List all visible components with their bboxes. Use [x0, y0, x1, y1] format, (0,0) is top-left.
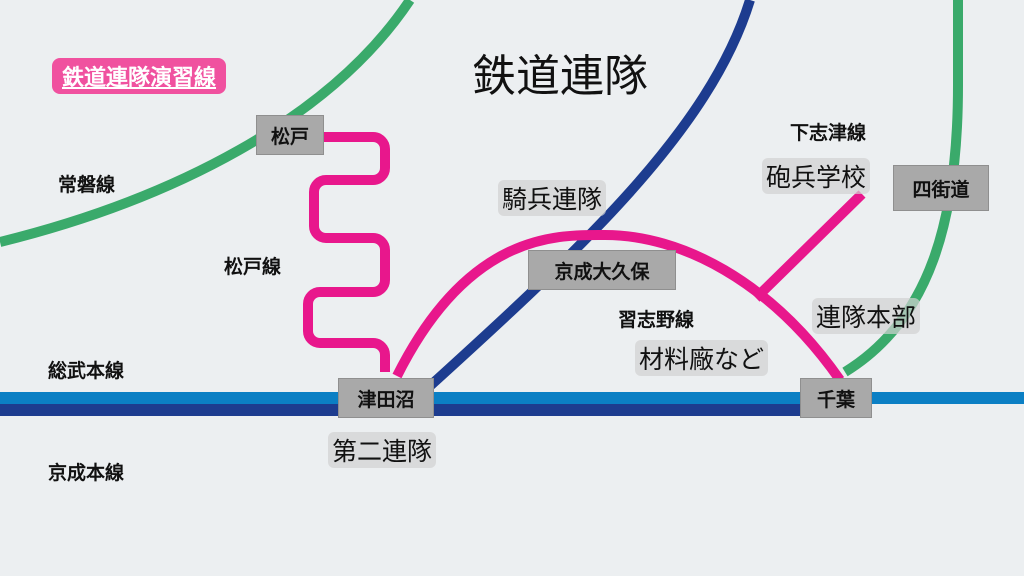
label-narashino-line: 習志野線: [618, 309, 695, 331]
label-cavalry: 騎兵連隊: [498, 180, 607, 216]
label-depot: 材料廠など: [635, 340, 769, 376]
matsudo-line: [303, 132, 390, 372]
label-joban: 常磐線: [58, 174, 116, 196]
keisei-branch-line: [416, 0, 755, 399]
station-tsudanuma: 津田沼: [338, 378, 434, 418]
map-title: 鉄道連隊: [472, 51, 648, 102]
narashino-line: [392, 229, 845, 383]
label-second-regiment: 第二連隊: [328, 432, 437, 468]
legend-badge: 鉄道連隊演習線: [52, 58, 227, 94]
joban-line: [0, 0, 415, 247]
label-matsudo-line: 松戸線: [224, 256, 282, 278]
shimoshizu-line: [752, 190, 866, 302]
label-sobu: 総武本線: [48, 360, 125, 382]
label-hq: 連隊本部: [812, 298, 921, 334]
label-shimoshizu-line: 下志津線: [790, 122, 867, 144]
station-yotsukaido: 四街道: [893, 165, 989, 211]
label-keisei: 京成本線: [48, 462, 125, 484]
sobu-line: [0, 392, 1024, 404]
label-artillery-school: 砲兵学校: [762, 158, 871, 194]
station-chiba: 千葉: [800, 378, 872, 418]
station-keisei-okubo: 京成大久保: [528, 250, 676, 290]
yotsukaido-line: [842, 0, 963, 377]
station-matsudo: 松戸: [256, 115, 324, 155]
